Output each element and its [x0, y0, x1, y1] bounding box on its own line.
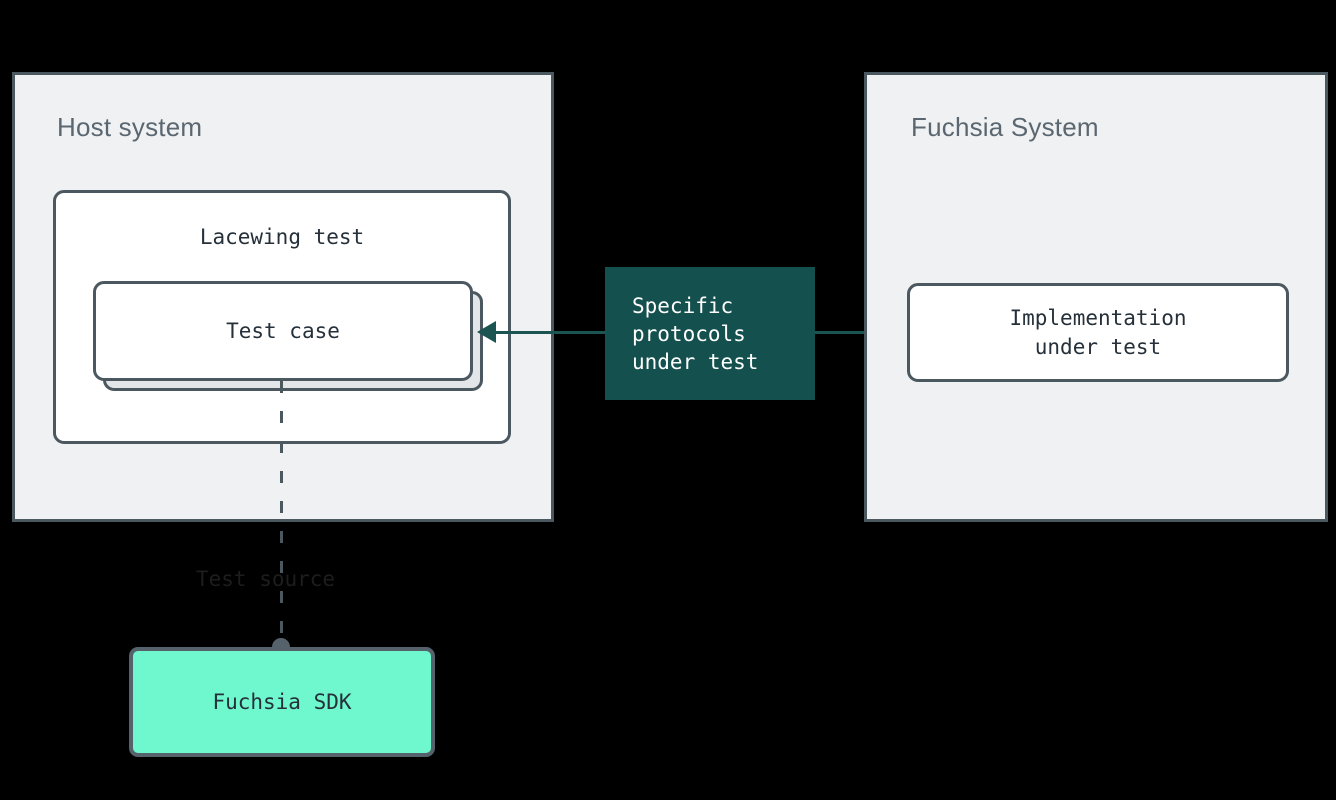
implementation-under-test-label: Implementation under test	[1009, 305, 1187, 359]
protocols-to-implementation-arrow-line	[815, 331, 892, 334]
protocols-to-test-case-arrow-line	[494, 331, 606, 334]
test-case-label: Test case	[226, 318, 340, 343]
specific-protocols-label: Specific protocols under test	[632, 293, 759, 374]
protocols-to-test-case-arrow-head-icon	[477, 321, 496, 343]
implementation-under-test-box[interactable]: Implementation under test	[907, 283, 1289, 382]
lacewing-test-label: Lacewing test	[199, 225, 365, 249]
test-case-box[interactable]: Test case	[93, 281, 473, 381]
test-source-label: Test source	[196, 567, 336, 591]
host-system-title: Host system	[57, 112, 203, 142]
specific-protocols-box[interactable]: Specific protocols under test	[605, 267, 815, 400]
fuchsia-system-title: Fuchsia System	[911, 112, 1099, 142]
test-source-connector	[280, 381, 283, 647]
fuchsia-sdk-label: Fuchsia SDK	[212, 689, 352, 714]
fuchsia-sdk-box[interactable]: Fuchsia SDK	[129, 647, 435, 757]
